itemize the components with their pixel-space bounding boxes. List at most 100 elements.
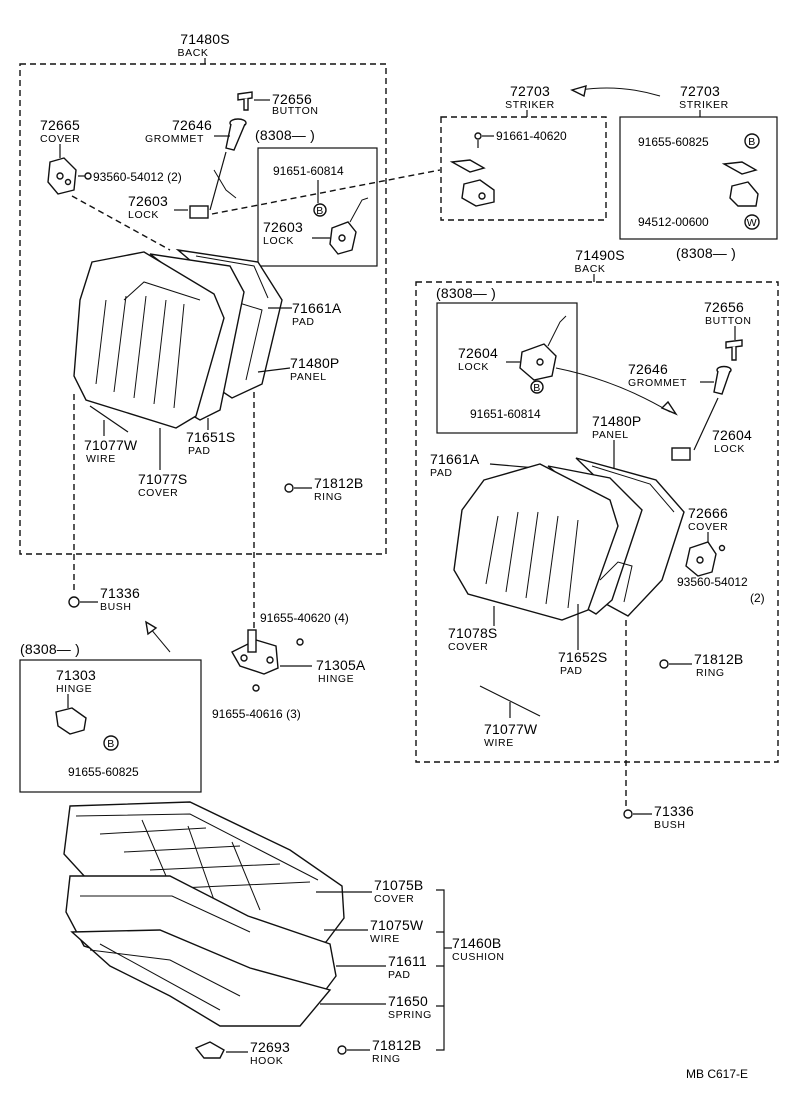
inset-left-frame <box>257 147 378 267</box>
cushion-bracket <box>436 889 452 1051</box>
striker1-part-name: STRIKER <box>505 99 555 111</box>
pad2-left-part-name: PAD <box>188 445 211 457</box>
mark-b-icon <box>103 735 119 751</box>
bush-left-icon <box>68 596 80 608</box>
spring-part-name: SPRING <box>388 1009 432 1021</box>
button-left-icon <box>237 91 253 111</box>
cover-right-part-name: COVER <box>688 521 728 533</box>
grommet-left-part-name: GROMMET <box>145 133 204 145</box>
wire-right-part-name: WIRE <box>484 737 514 749</box>
wire-right-part-number-text: 71077W <box>484 721 538 737</box>
hinge-icon <box>231 629 279 675</box>
grommet-left-part-number: 72646 <box>172 117 212 133</box>
screw-right-label: 93560-54012 <box>677 575 748 589</box>
cover-right-part-number: 72666 <box>688 505 728 521</box>
pad-right-part-number: 71661A <box>430 451 480 467</box>
seat-cushion-icon <box>63 801 345 1027</box>
wire-right-icon <box>479 685 541 717</box>
striker1-frame <box>440 116 607 221</box>
seat-back-left-icon <box>73 248 283 429</box>
mark-b-icon <box>530 380 544 394</box>
wire-left-part-name: WIRE <box>86 453 116 465</box>
ring-right-icon <box>659 659 669 669</box>
screw-right-icon <box>718 544 726 552</box>
cushion-part-number: 71460B <box>452 935 501 951</box>
striker2-part-name: STRIKER <box>679 99 729 111</box>
button-left-part-name: BUTTON <box>272 105 319 117</box>
bush-right-icon <box>623 809 633 819</box>
lock-right-part-number: 72604 <box>712 427 752 443</box>
arrow-hinge-icon <box>149 627 171 653</box>
bush-right-part-name: BUSH <box>654 819 686 831</box>
lock-right-part-name: LOCK <box>714 443 745 455</box>
inset-hinge-part-name: HINGE <box>56 683 92 695</box>
wire-left-part-number: 71077W <box>84 437 138 453</box>
cover2-right-part-number: 71078S <box>448 625 497 641</box>
pad-left-part-name: PAD <box>292 316 315 328</box>
mark-w-icon <box>744 214 760 230</box>
inset-hinge-frame <box>19 659 202 793</box>
cushion-wire-part-name: WIRE <box>370 933 400 945</box>
hinge-part-number: 71305A <box>316 657 366 673</box>
lock-left-part-number: 72603 <box>128 193 168 209</box>
back-right-part-number: 71490S <box>575 247 624 263</box>
cushion-part-name: CUSHION <box>452 951 505 963</box>
button-left-part-number: 72656 <box>272 91 312 107</box>
cushion-wire-part-number: 71075W <box>370 917 424 933</box>
ring-cushion-part-name: RING <box>372 1053 401 1065</box>
hinge-bolt-top-label: 91655-40620 (4) <box>260 611 349 625</box>
back-left-group-frame <box>19 63 387 555</box>
pad2-left-part-number: 71651S <box>186 429 235 445</box>
spring-part-number: 71650 <box>388 993 428 1009</box>
ring-right-part-name: RING <box>696 667 725 679</box>
ring-cushion-part-number: 71812B <box>372 1037 421 1053</box>
diagram-code: MB C617-E <box>686 1067 748 1081</box>
inset-left-lock-part-name: LOCK <box>263 235 294 247</box>
lock-left-part-name: LOCK <box>128 209 159 221</box>
arrow-striker-icon <box>579 87 661 97</box>
inset-right-bolt-label: 91651-60814 <box>470 407 541 421</box>
inset-hinge-date: (8308— ) <box>20 641 80 657</box>
cover-left-part-name: COVER <box>40 133 80 145</box>
button-right-part-number: 72656 <box>704 299 744 315</box>
arrow-grommet-icon <box>555 367 671 413</box>
back-left-part-number: 71480S <box>180 31 229 47</box>
mark-b-icon <box>313 203 327 217</box>
striker2-washer-label: 94512-00600 <box>638 215 709 229</box>
lock-left-icon <box>189 151 237 219</box>
grommet-right-icon <box>713 365 732 395</box>
ring-right-part-number: 71812B <box>694 651 743 667</box>
panel-left-part-name: PANEL <box>290 371 327 383</box>
striker1-icon <box>449 159 495 207</box>
ring-left-part-name: RING <box>314 491 343 503</box>
ring-left-icon <box>284 483 294 493</box>
cushion-cover-part-name: COVER <box>374 893 414 905</box>
cushion-pad-part-number: 71611 <box>388 953 427 969</box>
bush-right-part-number: 71336 <box>654 803 694 819</box>
panel-right-part-number: 71480P <box>592 413 641 429</box>
hook-part-number: 72693 <box>250 1039 290 1055</box>
pad2-right-part-name: PAD <box>560 665 583 677</box>
inset-left-date: (8308— ) <box>255 127 315 143</box>
inset-left-lock-part-number: 72603 <box>263 219 303 235</box>
cover2-right-part-name: COVER <box>448 641 488 653</box>
screw-left-label: 93560-54012 (2) <box>93 170 182 184</box>
inset-right-lock-icon <box>519 315 567 381</box>
bush-left-part-name: BUSH <box>100 601 132 613</box>
pad-right-part-name: PAD <box>430 467 453 479</box>
inset-right-lock-part-number: 72604 <box>458 345 498 361</box>
bush-left-part-number: 71336 <box>100 585 140 601</box>
svg-text:B: B <box>748 136 756 148</box>
screw-left-icon <box>84 172 92 180</box>
grommet-right-part-number: 72646 <box>628 361 668 377</box>
inset-hinge-icon <box>55 707 87 735</box>
hinge-part-name: HINGE <box>318 673 354 685</box>
panel-left-part-number: 71480P <box>290 355 339 371</box>
hinge-bolt-bottom-label: 91655-40616 (3) <box>212 707 301 721</box>
cover2-left-part-name: COVER <box>138 487 178 499</box>
pad-left-part-number: 71661A <box>292 300 342 316</box>
svg-text:B: B <box>533 382 541 394</box>
back-right-group-frame <box>415 281 779 763</box>
cover2-left-part-number: 71077S <box>138 471 187 487</box>
